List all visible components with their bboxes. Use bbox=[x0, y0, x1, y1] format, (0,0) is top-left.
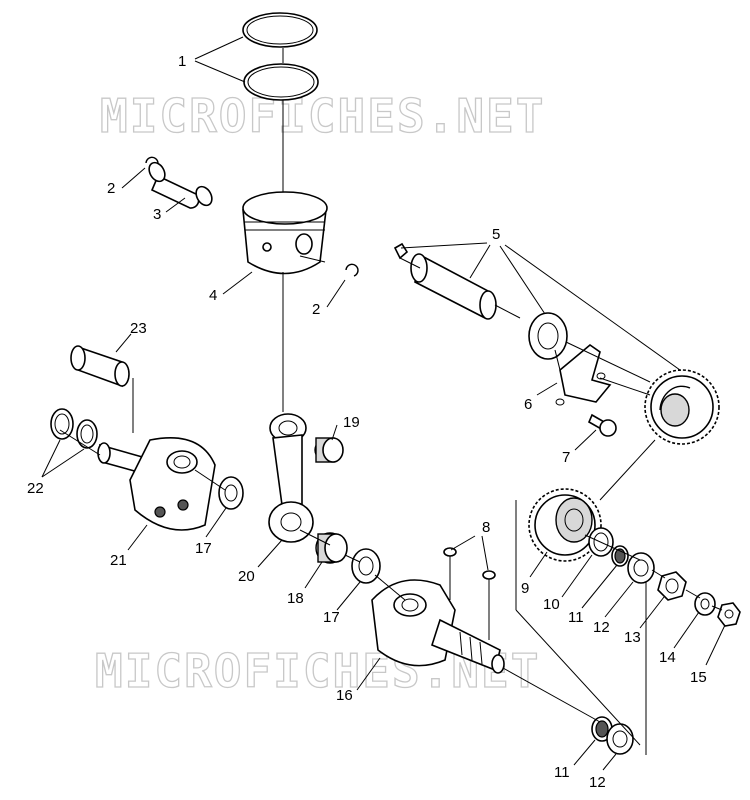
small-end-bearing bbox=[314, 437, 344, 463]
bearing-12-bottom bbox=[606, 723, 634, 755]
crank-pin bbox=[70, 345, 130, 388]
callout-20: 20 bbox=[238, 568, 255, 585]
seal-11-top bbox=[611, 545, 629, 567]
bearing-12-top bbox=[627, 552, 655, 584]
wrist-pin-clip-right bbox=[345, 263, 359, 277]
callout-13: 13 bbox=[624, 629, 641, 646]
callout-12: 12 bbox=[589, 774, 606, 791]
starter-bracket bbox=[555, 343, 612, 406]
callout-17: 17 bbox=[323, 609, 340, 626]
starter-bearing bbox=[528, 312, 568, 360]
washer-14 bbox=[694, 592, 716, 616]
big-end-bearing bbox=[315, 532, 348, 564]
callout-21: 21 bbox=[110, 552, 127, 569]
callout-7: 7 bbox=[562, 449, 570, 466]
callout-12: 12 bbox=[593, 619, 610, 636]
bracket-bolt bbox=[587, 413, 617, 437]
nut-13 bbox=[657, 571, 687, 601]
callout-5: 5 bbox=[492, 226, 500, 243]
piston-rings bbox=[242, 12, 319, 101]
callout-18: 18 bbox=[287, 590, 304, 607]
callout-3: 3 bbox=[153, 206, 161, 223]
callout-labels: 1 2 2 3 4 5 6 7 8 9 10 11 11 12 12 13 14… bbox=[27, 53, 707, 791]
callout-2: 2 bbox=[312, 301, 320, 318]
leader-lines bbox=[41, 36, 726, 771]
crank-half-right bbox=[371, 579, 505, 674]
callout-19: 19 bbox=[343, 414, 360, 431]
nut-15 bbox=[717, 602, 741, 627]
drive-gear bbox=[528, 488, 602, 562]
thrust-washer-left bbox=[218, 476, 244, 510]
assembly-centerlines bbox=[59, 257, 723, 755]
callout-17: 17 bbox=[195, 540, 212, 557]
callout-10: 10 bbox=[543, 596, 560, 613]
callout-9: 9 bbox=[521, 580, 529, 597]
callout-2: 2 bbox=[107, 180, 115, 197]
crank-seals-left bbox=[50, 408, 98, 449]
wrist-pin bbox=[148, 161, 213, 209]
starter-gear-large bbox=[644, 369, 720, 445]
callout-14: 14 bbox=[659, 649, 676, 666]
callout-11: 11 bbox=[554, 764, 570, 781]
callout-22: 22 bbox=[27, 480, 44, 497]
piston bbox=[242, 191, 328, 275]
connecting-rod bbox=[268, 413, 314, 543]
callout-8: 8 bbox=[482, 519, 490, 536]
crank-half-left bbox=[97, 437, 216, 531]
callout-1: 1 bbox=[178, 53, 186, 70]
watermark-top: MICROFICHES.NET bbox=[100, 89, 545, 143]
callout-15: 15 bbox=[690, 669, 707, 686]
callout-4: 4 bbox=[209, 287, 217, 304]
callout-6: 6 bbox=[524, 396, 532, 413]
callout-16: 16 bbox=[336, 687, 353, 704]
thrust-washer-right bbox=[351, 548, 381, 584]
starter-assembly bbox=[393, 242, 521, 320]
callout-11: 11 bbox=[568, 609, 584, 626]
callout-23: 23 bbox=[130, 320, 147, 337]
